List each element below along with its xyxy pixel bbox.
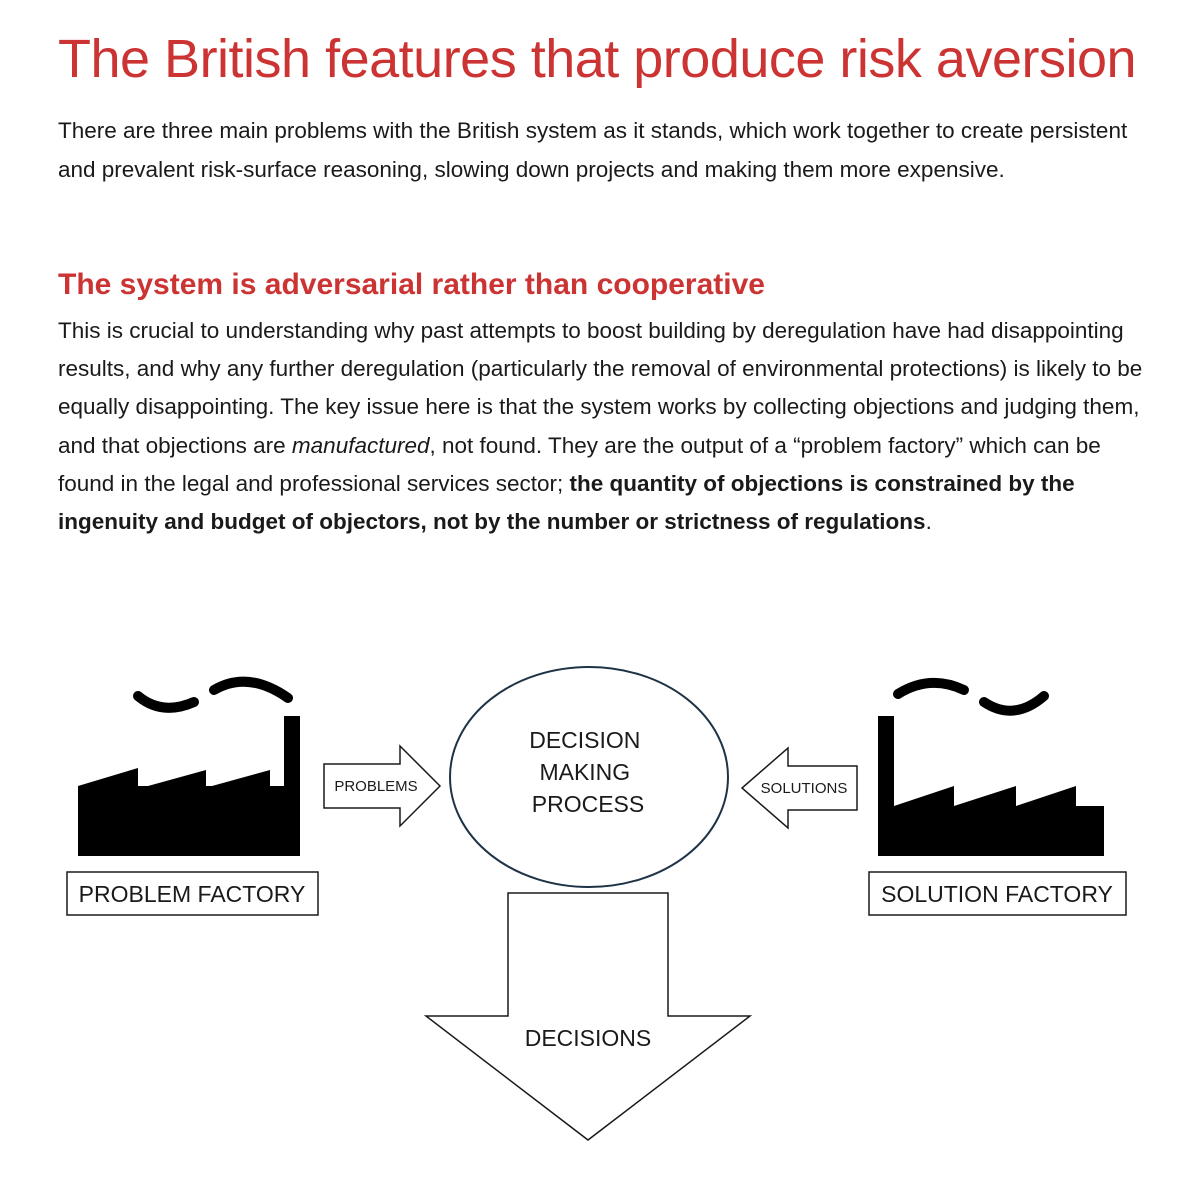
- solutions-arrow-label: SOLUTIONS: [761, 780, 848, 797]
- factory-icon: [878, 677, 1104, 856]
- solutions-arrow: [740, 746, 858, 830]
- paragraph-bold: the quantity of objections is constraine…: [58, 470, 1075, 535]
- section-paragraph: This is crucial to understanding why pas…: [58, 312, 1148, 541]
- paragraph-emphasis: manufactured: [291, 432, 430, 458]
- decision-process-circle: [449, 666, 729, 888]
- solution-factory-box: [868, 871, 1127, 916]
- problem-factory-label: PROBLEM FACTORY: [79, 881, 306, 907]
- paragraph-text-2: , not found. They are the output of a “p…: [58, 432, 1101, 496]
- factory-icon: [78, 676, 300, 856]
- paragraph-text-1: This is crucial to understanding why pas…: [58, 318, 1143, 458]
- decisions-arrow-label: DECISIONS: [525, 1025, 652, 1051]
- solution-factory-label: SOLUTION FACTORY: [881, 881, 1113, 907]
- intro-paragraph: There are three main problems with the B…: [58, 118, 1128, 182]
- problems-arrow-label: PROBLEMS: [334, 778, 417, 795]
- problem-factory-box: [66, 871, 319, 916]
- decision-process-line: PROCESS: [532, 791, 644, 817]
- paragraph-text-3: .: [925, 509, 932, 535]
- decision-process-line: MAKING: [539, 759, 630, 785]
- problems-arrow: [323, 744, 442, 828]
- section-heading: The system is adversarial rather than co…: [58, 268, 765, 301]
- decision-process-label: DECISION MAKING PROCESS: [529, 727, 647, 817]
- decisions-arrow: [423, 892, 753, 1141]
- page-title: The British features that produce risk a…: [58, 29, 1137, 89]
- decision-process-line: DECISION: [529, 727, 640, 753]
